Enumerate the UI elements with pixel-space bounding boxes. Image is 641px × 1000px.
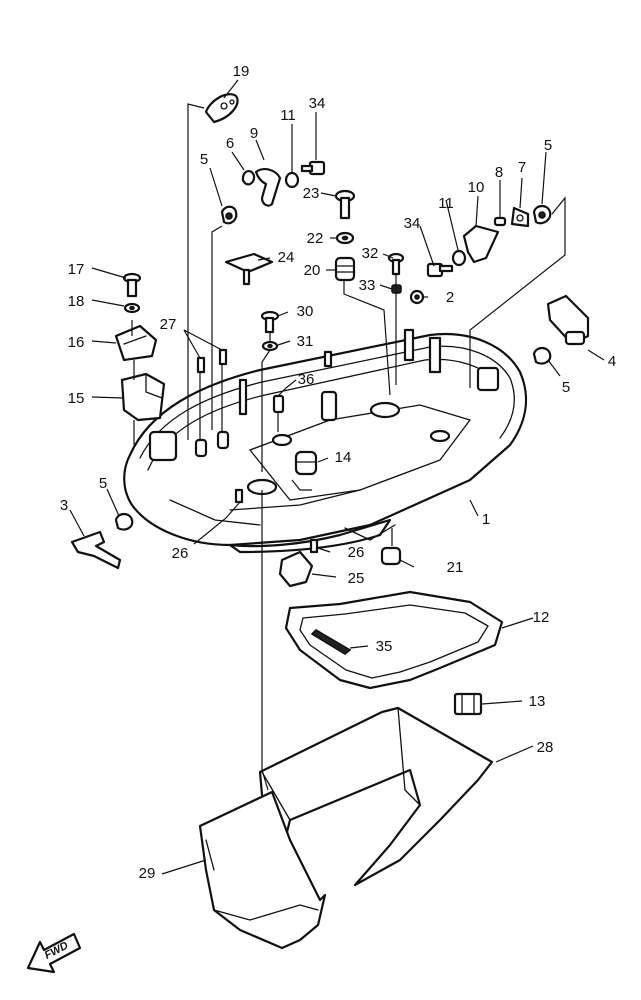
lever-3 xyxy=(70,530,122,570)
pin-23 xyxy=(334,189,356,220)
callout-5: 5 xyxy=(562,379,570,396)
callout-16: 16 xyxy=(68,334,85,351)
callout-labels: 19 34 11 6 9 5 23 22 20 24 32 33 2 10 8 … xyxy=(60,63,616,882)
bracket-16 xyxy=(114,324,158,362)
clip-7 xyxy=(510,206,530,228)
callout-21: 21 xyxy=(447,559,464,576)
screws-27 xyxy=(196,348,228,374)
callout-30: 30 xyxy=(297,303,314,320)
callout-8: 8 xyxy=(495,164,503,181)
bolt-17 xyxy=(122,272,142,298)
nut-11b xyxy=(451,249,467,267)
gasket-12 xyxy=(284,590,504,690)
callout-36: 36 xyxy=(298,371,315,388)
nut-2 xyxy=(409,289,425,305)
callout-24: 24 xyxy=(278,249,295,266)
callout-4: 4 xyxy=(608,353,616,370)
bracket-10 xyxy=(462,224,500,264)
grommet-5c xyxy=(532,346,552,365)
grommet-20 xyxy=(334,256,356,282)
callout-6: 6 xyxy=(226,135,234,152)
callout-5: 5 xyxy=(99,475,107,492)
callout-33: 33 xyxy=(359,277,376,294)
callout-7: 7 xyxy=(518,159,526,176)
bolt-30 xyxy=(260,310,280,334)
damper-25 xyxy=(278,550,314,588)
grommet-14 xyxy=(294,450,318,476)
callout-35: 35 xyxy=(376,638,393,655)
callout-18: 18 xyxy=(68,293,85,310)
grommet-21 xyxy=(380,546,402,566)
callout-20: 20 xyxy=(304,262,321,279)
lever-24 xyxy=(224,252,274,286)
clip-13 xyxy=(453,692,483,716)
callout-2: 2 xyxy=(446,289,454,306)
callout-15: 15 xyxy=(68,390,85,407)
pipe-4 xyxy=(546,294,590,346)
callout-29: 29 xyxy=(139,865,156,882)
callout-34: 34 xyxy=(309,95,326,112)
latch-15 xyxy=(120,372,166,422)
callout-32: 32 xyxy=(362,245,379,262)
leader-lines xyxy=(69,79,605,875)
callout-28: 28 xyxy=(537,739,554,756)
callout-5: 5 xyxy=(200,151,208,168)
callout-17: 17 xyxy=(68,261,85,278)
washer-31 xyxy=(261,340,279,352)
callout-27: 27 xyxy=(160,316,177,333)
bolt-34a xyxy=(300,160,326,176)
callout-23: 23 xyxy=(303,185,320,202)
grommet-5d xyxy=(114,512,134,531)
collar-6 xyxy=(241,170,256,186)
callout-14: 14 xyxy=(335,449,352,466)
callout-12: 12 xyxy=(533,609,550,626)
apron-29 xyxy=(198,790,327,950)
grommet-5a xyxy=(220,205,238,225)
callout-13: 13 xyxy=(529,693,546,710)
fwd-indicator: FWD xyxy=(26,932,82,974)
bolt-34b xyxy=(426,262,454,278)
nut-11a xyxy=(284,171,300,189)
bolt-8 xyxy=(493,216,507,227)
callout-3: 3 xyxy=(60,497,68,514)
screw-36 xyxy=(272,394,285,414)
callout-5: 5 xyxy=(544,137,552,154)
callout-22: 22 xyxy=(307,230,324,247)
screw-26 xyxy=(234,488,319,554)
callout-11: 11 xyxy=(280,107,296,124)
callout-9: 9 xyxy=(250,125,258,142)
callout-19: 19 xyxy=(233,63,250,80)
callout-10: 10 xyxy=(468,179,485,196)
callout-31: 31 xyxy=(297,333,314,350)
bracket-9 xyxy=(254,168,282,207)
seal-35 xyxy=(310,628,352,655)
washer-22 xyxy=(335,231,355,245)
grommet-5b xyxy=(532,204,552,225)
washer-18 xyxy=(123,302,141,314)
plate-19 xyxy=(204,93,239,124)
callout-25: 25 xyxy=(348,570,365,587)
callout-26: 26 xyxy=(348,544,365,561)
bottom-cowling xyxy=(123,328,527,554)
callout-11: 11 xyxy=(438,195,454,212)
callout-1: 1 xyxy=(482,511,490,528)
callout-34: 34 xyxy=(404,215,421,232)
callout-26: 26 xyxy=(172,545,189,562)
